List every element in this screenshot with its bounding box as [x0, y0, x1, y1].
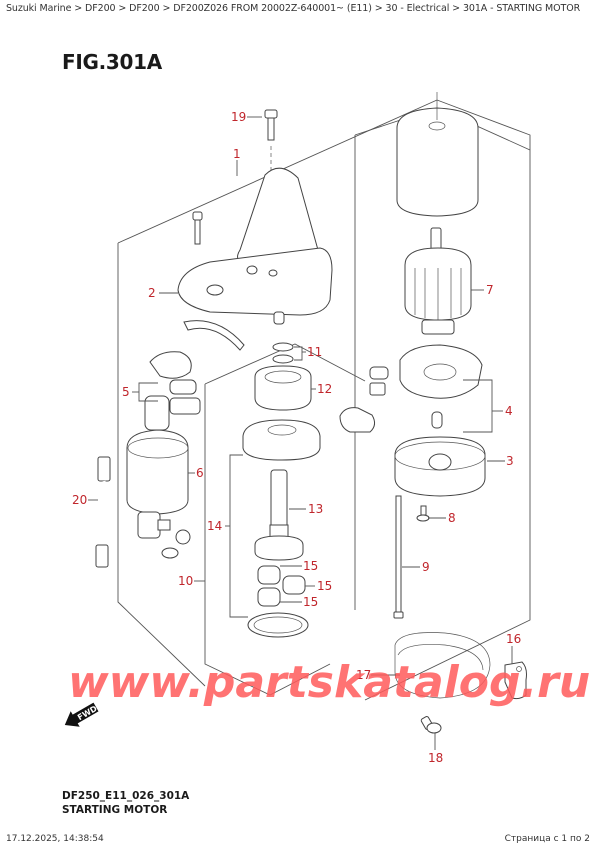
callout-1[interactable]: 1 — [233, 147, 241, 161]
part-14-bracket[interactable] — [242, 419, 321, 461]
callout-15c[interactable]: 15 — [303, 595, 318, 609]
breadcrumb[interactable]: Suzuki Marine > DF200 > DF200 > DF200Z02… — [6, 3, 581, 14]
callout-18[interactable]: 18 — [428, 751, 443, 765]
callout-4[interactable]: 4 — [505, 404, 513, 418]
callout-9[interactable]: 9 — [422, 560, 430, 574]
part-7-armature[interactable] — [404, 227, 472, 335]
callout-10[interactable]: 10 — [178, 574, 193, 588]
callout-3[interactable]: 3 — [506, 454, 514, 468]
figure-name: STARTING MOTOR — [62, 804, 168, 816]
part-11-12-pinion[interactable] — [254, 342, 312, 411]
yoke[interactable] — [396, 92, 479, 217]
callout-8[interactable]: 8 — [448, 511, 456, 525]
callout-7[interactable]: 7 — [486, 283, 494, 297]
part-4-brush-holder[interactable] — [339, 344, 483, 433]
part-5-lever[interactable] — [149, 320, 245, 415]
assembly-frame-inner — [204, 107, 531, 696]
callout-5[interactable]: 5 — [122, 385, 130, 399]
part-3-end-cover[interactable] — [394, 436, 486, 497]
part-16-17-band[interactable] — [394, 632, 527, 700]
callout-16[interactable]: 16 — [506, 632, 521, 646]
part-9-through-bolt[interactable] — [393, 495, 404, 619]
callout-12[interactable]: 12 — [317, 382, 332, 396]
part-6-solenoid[interactable] — [126, 395, 191, 559]
figure-code: DF250_E11_026_301A — [62, 790, 190, 802]
callout-15b[interactable]: 15 — [317, 579, 332, 593]
callout-20[interactable]: 20 — [72, 493, 87, 507]
part-8-screw[interactable] — [416, 505, 430, 522]
watermark: www.partskatalog.ru — [68, 657, 590, 708]
callout-19[interactable]: 19 — [231, 110, 246, 124]
callout-leaders — [88, 116, 513, 750]
part-2-housing[interactable] — [177, 167, 333, 325]
figure-title: FIG.301A — [62, 50, 162, 74]
callout-17[interactable]: 17 — [356, 668, 371, 682]
part-18-bolt[interactable] — [420, 716, 442, 734]
print-datetime: 17.12.2025, 14:38:54 — [6, 834, 104, 844]
callout-15a[interactable]: 15 — [303, 559, 318, 573]
part-15-gears[interactable] — [247, 565, 309, 638]
callout-11[interactable]: 11 — [307, 345, 322, 359]
page-indicator: Страница с 1 по 2 — [504, 834, 590, 844]
part-13-shaft[interactable] — [254, 469, 304, 561]
callout-14[interactable]: 14 — [207, 519, 222, 533]
callout-2[interactable]: 2 — [148, 286, 156, 300]
part-20-lead-wire[interactable] — [95, 456, 111, 568]
callout-6[interactable]: 6 — [196, 466, 204, 480]
callout-labels: 19 1 2 7 11 12 5 4 3 6 20 13 8 14 15 9 1… — [72, 110, 521, 765]
callout-13[interactable]: 13 — [308, 502, 323, 516]
